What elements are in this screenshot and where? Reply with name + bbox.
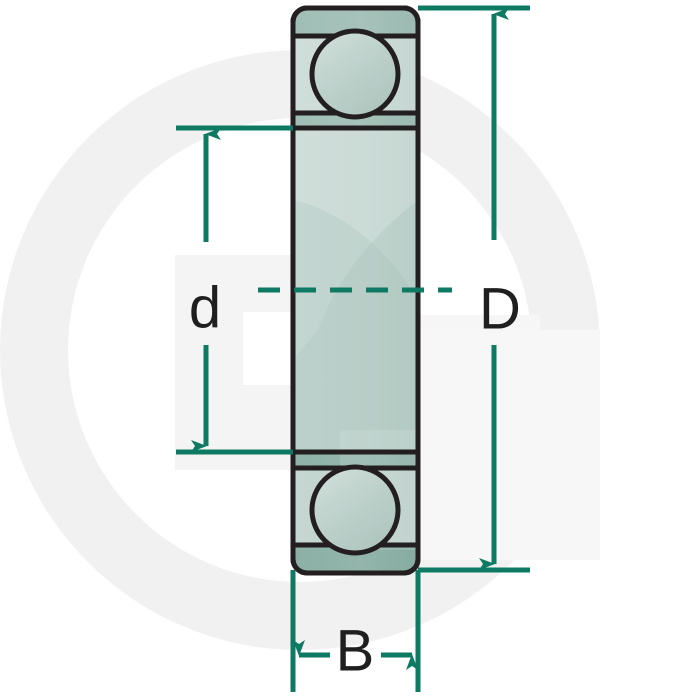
dimension-D: D xyxy=(418,5,530,573)
ball-upper xyxy=(309,28,401,120)
ball-lower xyxy=(309,464,401,556)
dimension-B: B xyxy=(290,570,421,692)
dimension-label-d: d xyxy=(189,275,221,340)
bearing-body xyxy=(290,5,421,576)
dimension-label-B: B xyxy=(336,618,375,683)
dimension-label-D: D xyxy=(479,276,521,341)
dimension-d: d xyxy=(176,125,293,455)
